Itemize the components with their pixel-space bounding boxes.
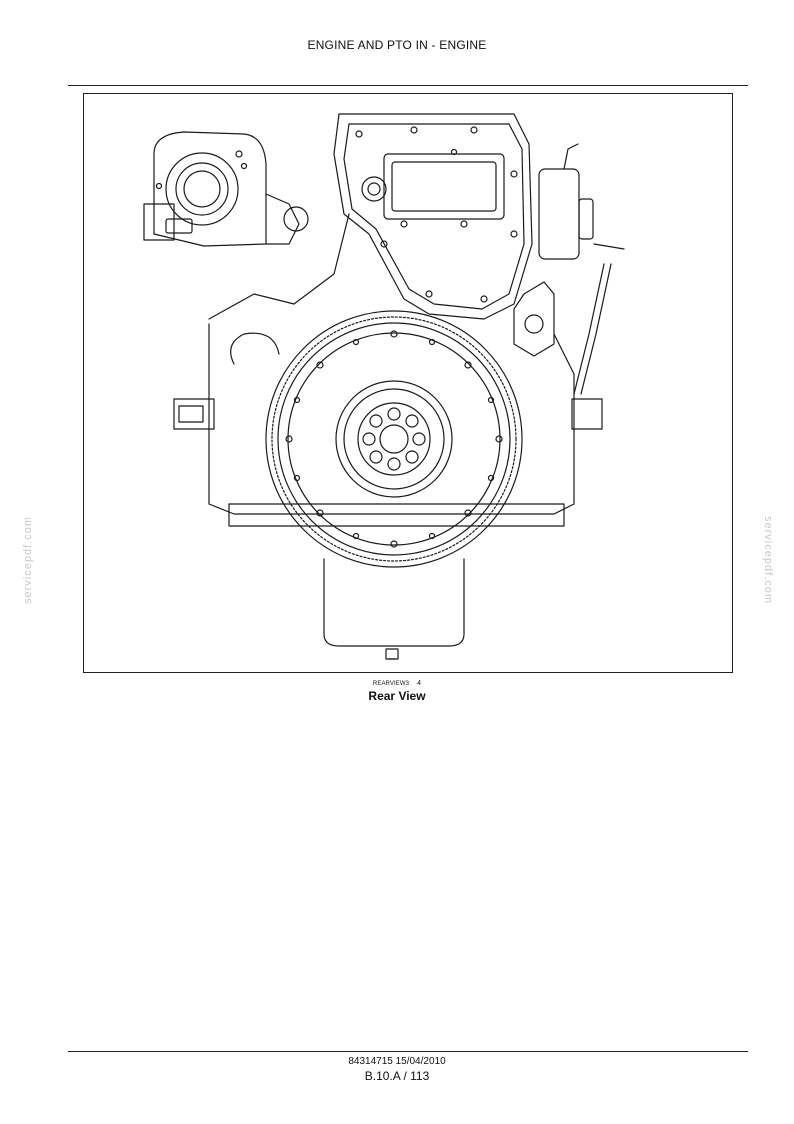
engine-block (173, 213, 603, 527)
engine-rear-view-illustration (143, 113, 625, 660)
figure-frame (83, 93, 733, 673)
figure-caption: Rear View (368, 689, 426, 703)
figure-code-label: REARVIEW3 (372, 681, 410, 687)
valve-cover-assembly (333, 113, 533, 320)
footer-rule (68, 1051, 748, 1052)
footer-doc-reference: 84314715 15/04/2010 (348, 1056, 446, 1067)
header-rule (68, 85, 748, 86)
footer-page-number: B.10.A / 113 (364, 1069, 430, 1083)
page-header-title: ENGINE AND PTO IN - ENGINE (307, 38, 487, 52)
turbocharger (143, 131, 309, 247)
figure-code: REARVIEW3 4 (0, 680, 794, 687)
watermark-right: servicepdf.com (762, 516, 774, 604)
flywheel-bolt-circle (362, 407, 426, 471)
flywheel-outer-holes (285, 330, 503, 548)
figure-number: 4 (417, 680, 422, 687)
oil-pan (323, 558, 465, 660)
flywheel (265, 310, 523, 568)
fuel-pump-assembly (513, 143, 625, 395)
watermark-left: servicepdf.com (22, 516, 34, 604)
